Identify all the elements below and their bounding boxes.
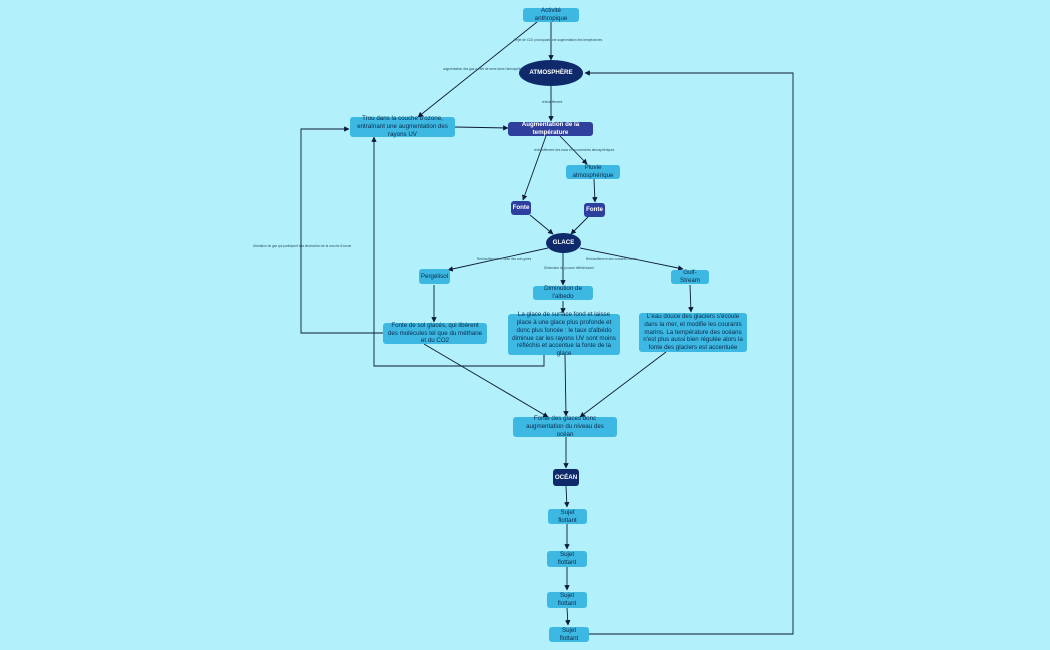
node-sujet-flottant-1[interactable]: Sujet flottant: [548, 509, 587, 524]
edge-label-5: Libération de gaz qui participent à la d…: [252, 244, 352, 248]
node-augmentation-temperature[interactable]: Augmentation de la température: [508, 121, 593, 136]
edge-label-6: Réchauffement et fonte des sols gelés: [477, 257, 532, 261]
node-sujet-flottant-3[interactable]: Sujet flottant: [547, 592, 587, 608]
edge-eaudouce-fonteglaces: [579, 351, 667, 418]
node-glace[interactable]: GLACE: [546, 233, 581, 253]
node-fonte-glaces-niveau[interactable]: Fonte des glaces donc augmentation du ni…: [513, 415, 617, 438]
edge-label-3: réchauffement: [542, 100, 563, 104]
edge-glacesurface-fonteglaces: [563, 354, 569, 417]
edge-ocean-sujet1: [564, 485, 570, 508]
edge-augmentation-fonte1: [522, 135, 547, 201]
edge-glace-gulf: [579, 247, 684, 271]
node-eau-douce[interactable]: L'eau douce des glaciers s'écoule dans l…: [639, 313, 747, 352]
edge-fontesol-trou: [300, 126, 384, 334]
node-sujet-flottant-2[interactable]: Sujet flottant: [547, 551, 587, 567]
edge-fonte2-glace: [570, 216, 589, 235]
edge-fonte1-glace: [529, 214, 554, 235]
edge-sujet4-atmosphere: [584, 70, 794, 635]
node-atmosphere[interactable]: ATMOSPHÈRE: [519, 60, 583, 86]
node-pergelisol[interactable]: Pergélisol: [419, 269, 450, 284]
node-pluie-atmospherique[interactable]: Pluvie atmosphérique: [566, 164, 620, 179]
edge-label-1: Rejet de CO2 provoquant une augmentation…: [514, 38, 603, 42]
edge-activite-trou: [417, 21, 538, 118]
edge-fontesol-fonteglaces: [423, 343, 549, 418]
node-ocean[interactable]: OCÉAN: [553, 469, 579, 486]
node-activite-anthropique[interactable]: Activité anthropique: [523, 7, 579, 22]
edge-label-4: réchauffement des eaux et mouvements atm…: [534, 148, 615, 152]
node-trou-ozone[interactable]: Trou dans la couche d'ozone, entraînant …: [350, 115, 455, 138]
edge-label-7: Diminution du pouvoir réfléchissant: [544, 266, 594, 270]
node-sujet-flottant-4[interactable]: Sujet flottant: [549, 627, 589, 642]
node-gulf-stream[interactable]: Gulf-Stream: [671, 269, 709, 284]
edge-glace-pergelisol: [447, 247, 549, 272]
edge-label-8: Réchauffement des courants marins: [586, 257, 638, 261]
edge-augmentation-pluie: [559, 135, 588, 165]
node-fonte-2[interactable]: Fonte: [584, 203, 605, 217]
edge-label-2: augmentation des gaz à effet de serre da…: [443, 67, 524, 71]
node-glace-surface[interactable]: La glace de surface fond et laisse place…: [508, 311, 620, 357]
node-diminution-albedo[interactable]: Diminution de l'albedo: [533, 285, 593, 300]
edge-glacesurface-trou: [371, 136, 545, 367]
edge-sujet3-sujet4: [565, 607, 571, 626]
node-fonte-1[interactable]: Fonte: [511, 201, 531, 215]
edge-pluie-fonte2: [592, 178, 598, 203]
node-fonte-sol-glaces[interactable]: Fonte de sol glacés, qui libèrent des mo…: [383, 322, 487, 344]
edge-gulf-eaudouce: [688, 284, 694, 313]
edge-trou-augmentation: [454, 125, 509, 131]
